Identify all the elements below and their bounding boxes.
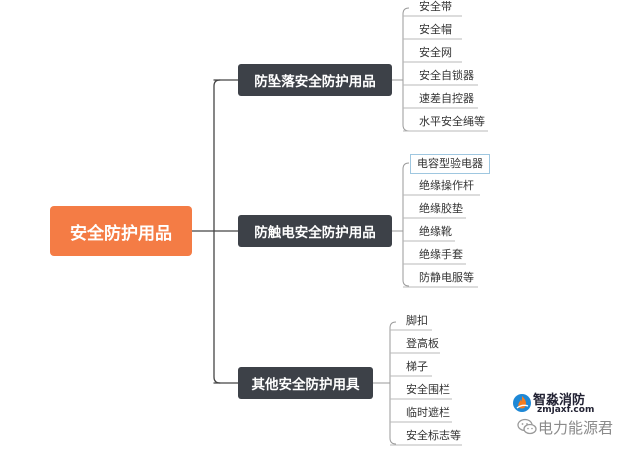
leaf-safety-helmet: 安全帽 bbox=[419, 23, 452, 36]
leaf-safety-belt: 安全带 bbox=[419, 0, 452, 13]
category-node-other-protection: 其他安全防护用具 bbox=[238, 367, 373, 399]
leaf-climbing-spurs: 脚扣 bbox=[406, 314, 428, 327]
watermark-account: 电力能源君 bbox=[538, 419, 614, 437]
cat1-stem bbox=[402, 7, 410, 132]
leaf-insulated-operating-rod: 绝缘操作杆 bbox=[419, 179, 474, 192]
leaf-safety-fence: 安全围栏 bbox=[406, 383, 450, 396]
leaf-insulating-boots: 绝缘靴 bbox=[419, 225, 452, 238]
watermark-domain: zmjaxf.com bbox=[537, 405, 595, 415]
leaf-safety-net: 安全网 bbox=[419, 46, 452, 59]
flame-logo-icon bbox=[513, 394, 531, 412]
leaf-capacitive-voltage-detector: 电容型验电器 bbox=[410, 154, 490, 174]
root-node: 安全防护用品 bbox=[50, 206, 192, 256]
leaf-self-locking-device: 安全自锁器 bbox=[419, 69, 474, 82]
leaf-ladder: 梯子 bbox=[406, 360, 428, 373]
cat2-stem bbox=[402, 162, 410, 287]
watermark-brand: 智淼消防 bbox=[533, 393, 586, 408]
leaf-antistatic-clothing: 防静电服等 bbox=[419, 271, 474, 284]
wechat-icon bbox=[517, 418, 537, 435]
category-node-electric-protection: 防触电安全防护用品 bbox=[238, 215, 392, 247]
leaf-speed-differential-controller: 速差自控器 bbox=[419, 92, 474, 105]
leaf-climbing-board: 登高板 bbox=[406, 337, 439, 350]
category-node-fall-protection: 防坠落安全防护用品 bbox=[238, 64, 392, 96]
leaf-insulating-gloves: 绝缘手套 bbox=[419, 248, 463, 261]
leaf-insulating-mat: 绝缘胶垫 bbox=[419, 202, 463, 215]
cat3-stem bbox=[389, 321, 397, 445]
leaf-horizontal-safety-rope: 水平安全绳等 bbox=[419, 115, 485, 128]
leaf-safety-signs: 安全标志等 bbox=[406, 429, 461, 442]
leaf-temporary-barrier: 临时遮栏 bbox=[406, 406, 450, 419]
